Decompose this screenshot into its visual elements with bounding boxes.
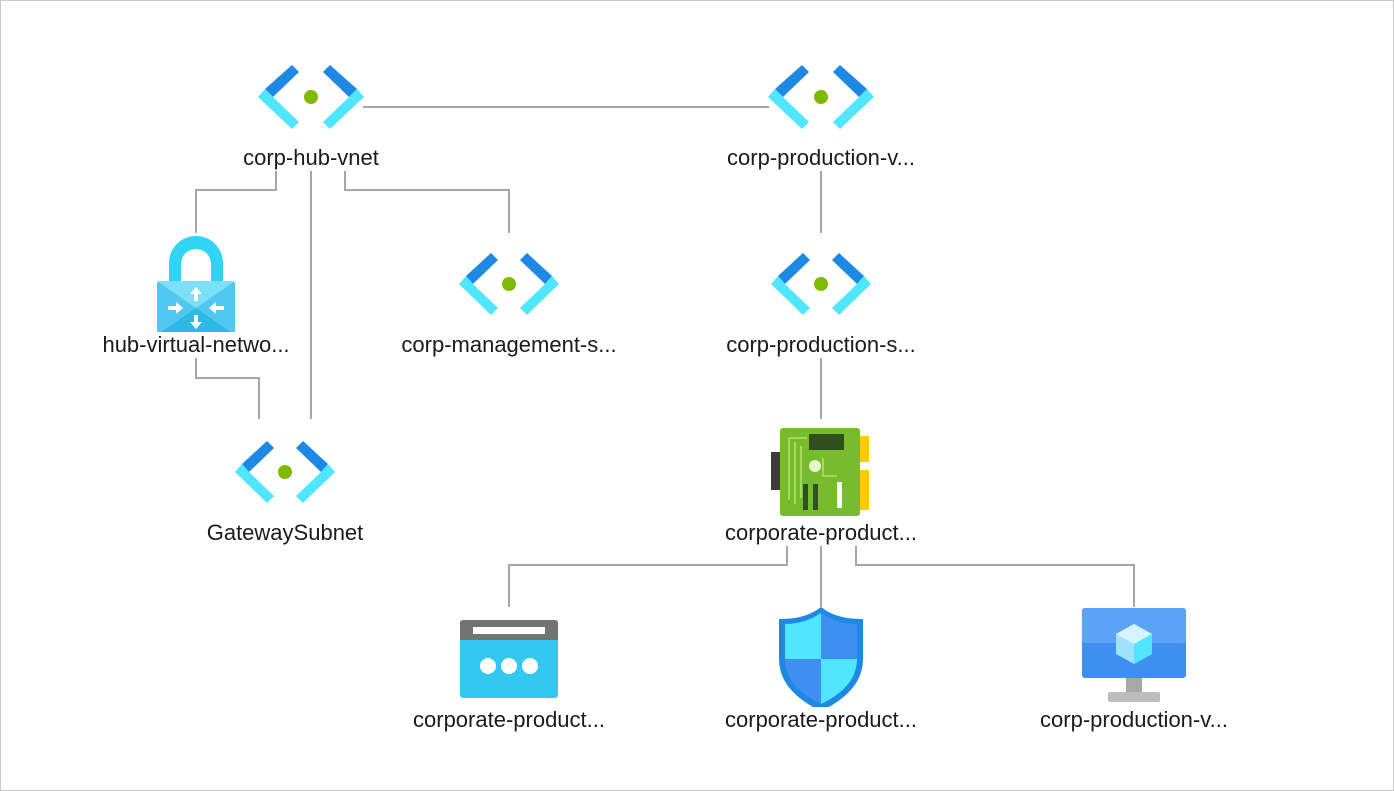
vpn-gateway-icon (155, 233, 237, 337)
node-label: hub-virtual-netwo... (100, 332, 292, 358)
edge-nic-to-public-ip (508, 546, 788, 607)
public-ip-icon (460, 620, 558, 698)
node-label: corp-hub-vnet (241, 145, 381, 171)
subnet-icon (235, 441, 335, 503)
virtual-machine-icon (1082, 608, 1186, 704)
network-interface-icon (771, 428, 871, 516)
edge-vpn-gateway-to-gateway-subnet (195, 358, 260, 419)
node-label: GatewaySubnet (204, 520, 366, 546)
node-label: corp-production-s... (724, 332, 918, 358)
vnet-icon (258, 65, 364, 129)
edge-nic-to-vm (855, 546, 1135, 607)
subnet-icon (771, 253, 871, 315)
node-label: corporate-product... (723, 520, 919, 546)
node-label: corporate-product... (411, 707, 607, 733)
network-security-group-icon (778, 607, 864, 711)
node-label: corp-production-v... (1038, 707, 1230, 733)
edge-hub-vnet-to-vpn-gateway (195, 171, 277, 233)
vnet-icon (768, 65, 874, 129)
node-label: corp-management-s... (399, 332, 619, 358)
node-label: corporate-product... (723, 707, 919, 733)
subnet-icon (459, 253, 559, 315)
edge-hub-vnet-to-mgmt-subnet (344, 171, 510, 233)
node-label: corp-production-v... (725, 145, 917, 171)
